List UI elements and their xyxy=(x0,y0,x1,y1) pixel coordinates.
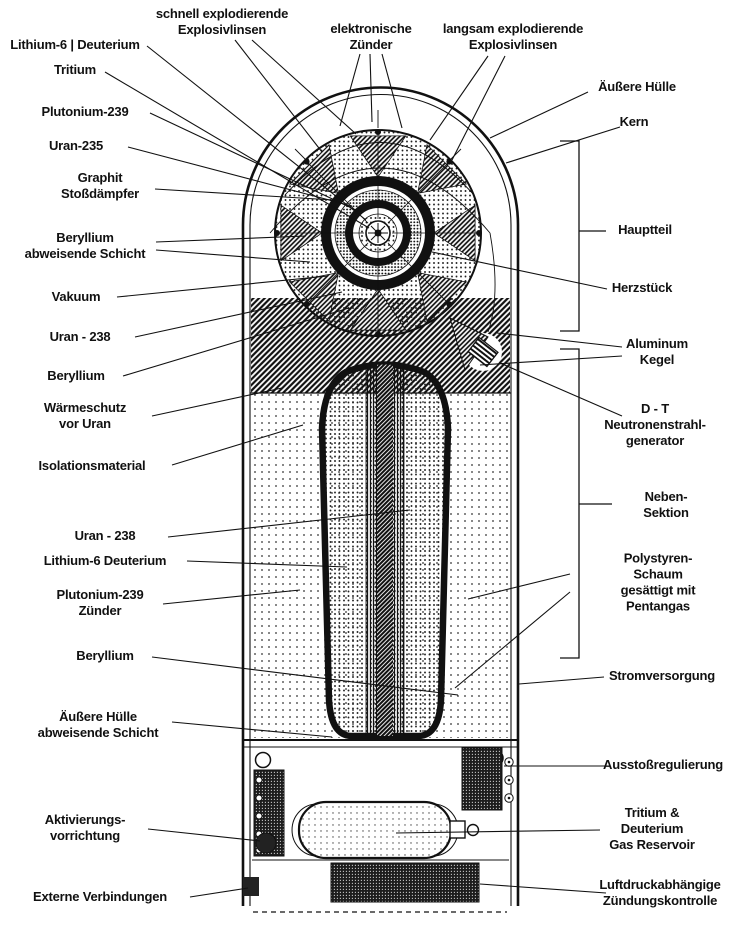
label-ausstossregulierung: Ausstoßregulierung xyxy=(603,757,723,773)
label-tritium: Tritium xyxy=(54,62,96,78)
label-elektronische-zuender: elektronische Zünder xyxy=(330,21,412,52)
section-dividers xyxy=(244,739,517,913)
label-herzstueck: Herzstück xyxy=(611,280,673,296)
label-aeussere-huelle-abweisend: Äußere Hülle abweisende Schicht xyxy=(37,709,159,740)
label-vakuum: Vakuum xyxy=(51,289,101,305)
label-waermeschutz: Wärmeschutz vor Uran xyxy=(43,400,127,431)
label-beryllium: Beryllium xyxy=(47,368,105,384)
label-hauptteil: Hauptteil xyxy=(618,222,672,238)
reservoir-valve xyxy=(449,820,466,839)
label-beryllium-abweisende-schicht: Beryllium abweisende Schicht xyxy=(24,230,146,261)
hauptteil-bracket xyxy=(560,140,580,332)
label-schnell-explosivlinsen: schnell explodierende Explosivlinsen xyxy=(155,6,289,37)
neben-sektion-bracket xyxy=(560,348,580,659)
label-lithium6-deuterium-secondary: Lithium-6 Deuterium xyxy=(43,553,167,569)
control-section xyxy=(243,747,514,903)
activation-knob xyxy=(255,832,277,854)
ignition-control-block xyxy=(330,862,480,903)
label-aeussere-huelle: Äußere Hülle xyxy=(598,79,676,95)
label-plutonium-239: Plutonium-239 xyxy=(41,104,129,120)
gas-reservoir xyxy=(291,800,480,860)
label-tritium-deuterium-gas-reservoir: Tritium & Deuterium Gas Reservoir xyxy=(609,805,695,852)
label-uran-238-secondary: Uran - 238 xyxy=(74,528,136,544)
label-beryllium-secondary: Beryllium xyxy=(76,648,134,664)
label-graphit-stossdaempfer: Graphit Stoßdämpfer xyxy=(61,170,139,201)
secondary-stage xyxy=(318,361,452,740)
label-polystyren-schaum: Polystyren-Schaum gesättigt mit Pentanga… xyxy=(620,550,696,613)
label-externe-verbindungen: Externe Verbindungen xyxy=(33,889,167,905)
label-langsam-explosivlinsen: langsam explodierende Explosivlinsen xyxy=(442,21,584,52)
label-aktivierungsvorrichtung: Aktivierungs- vorrichtung xyxy=(44,812,126,843)
leader-lines xyxy=(104,39,623,898)
label-uran-235: Uran-235 xyxy=(48,138,104,154)
label-uran-238: Uran - 238 xyxy=(49,329,111,345)
label-lithium6-deuterium: Lithium-6 | Deuterium xyxy=(10,37,140,53)
primary-stage xyxy=(274,129,482,337)
detonator-wiring xyxy=(269,110,496,333)
label-plutonium-zuender: Plutonium-239 Zünder xyxy=(56,587,144,618)
bolt xyxy=(254,751,272,769)
label-kern: Kern xyxy=(619,114,649,130)
sparkplug-core-strip xyxy=(377,364,393,736)
label-aluminum-kegel: Aluminum Kegel xyxy=(626,336,688,367)
regulator-ports xyxy=(504,757,514,803)
dt-neutron-generator xyxy=(467,336,499,368)
external-connector xyxy=(243,877,259,896)
label-dt-neutronenstrahlgenerator: D - T Neutronenstrahl- generator xyxy=(604,401,706,448)
label-isolationsmaterial: Isolationsmaterial xyxy=(38,458,146,474)
label-luftdruck-zuendungskontrolle: Luftdruckabhängige Zündungskontrolle xyxy=(599,877,721,908)
section-brackets xyxy=(560,140,612,659)
label-neben-sektion: Neben-Sektion xyxy=(643,489,689,520)
ejection-regulator-block xyxy=(461,747,503,811)
label-stromversorgung: Stromversorgung xyxy=(608,668,716,684)
